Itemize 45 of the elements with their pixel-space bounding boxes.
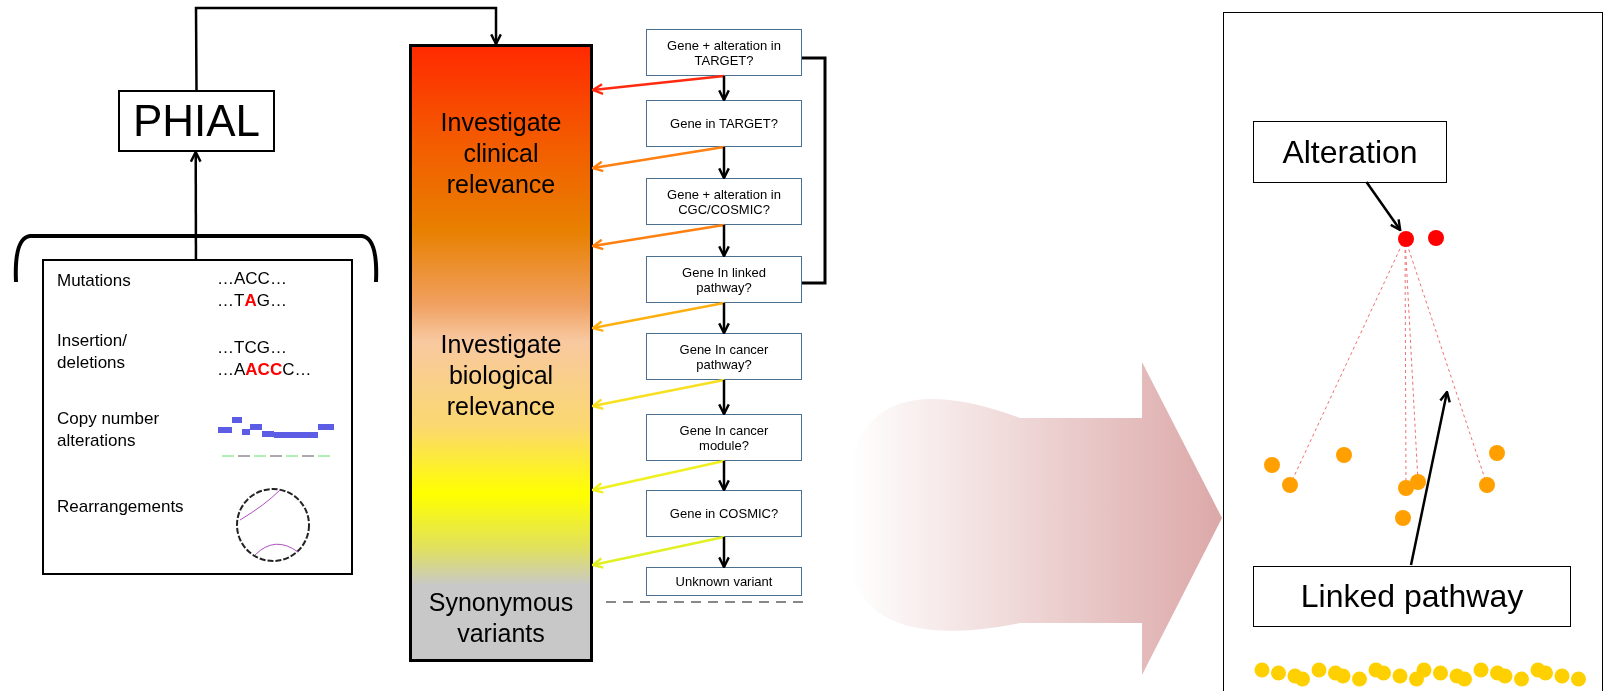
gradient-bar bbox=[409, 44, 593, 662]
arrow bbox=[1409, 390, 1451, 566]
sequence-text: …ACC… bbox=[217, 268, 287, 290]
arrow bbox=[189, 150, 202, 259]
callout-box: Linked pathway bbox=[1253, 566, 1571, 627]
data-type-label: Copy number alterations bbox=[57, 408, 161, 452]
process-box: PHIAL bbox=[118, 90, 275, 152]
arrow bbox=[718, 303, 730, 335]
data-type-label: Insertion/ deletions bbox=[57, 330, 128, 374]
arrow bbox=[718, 147, 730, 180]
arrow bbox=[718, 225, 730, 258]
decision-box: Gene + alteration in TARGET? bbox=[646, 29, 802, 76]
sequence-text: …TAG… bbox=[217, 290, 287, 312]
network-panel bbox=[1223, 12, 1603, 691]
arrow bbox=[718, 537, 730, 569]
bracket-connector bbox=[802, 56, 827, 285]
decision-box: Gene In cancer module? bbox=[646, 414, 802, 461]
data-type-label: Rearrangements bbox=[57, 496, 184, 518]
bar-label: Investigate biological relevance bbox=[439, 329, 563, 422]
arrow bbox=[591, 378, 725, 411]
bar-label: Synonymous variants bbox=[427, 587, 575, 649]
decision-box: Gene in TARGET? bbox=[646, 100, 802, 147]
decision-box: Gene In linked pathway? bbox=[646, 256, 802, 303]
decision-box: Gene in COSMIC? bbox=[646, 490, 802, 537]
arrow bbox=[591, 459, 725, 494]
arrow bbox=[194, 6, 502, 90]
arrow bbox=[591, 223, 725, 251]
arrow bbox=[718, 461, 730, 492]
input-panel bbox=[42, 259, 353, 575]
decision-box: Gene + alteration in CGC/COSMIC? bbox=[646, 178, 802, 225]
decision-box: Unknown variant bbox=[646, 567, 802, 596]
arrow bbox=[591, 301, 725, 333]
callout-box: Alteration bbox=[1253, 121, 1447, 183]
arrow bbox=[718, 76, 730, 102]
sequence-text: …TCG… bbox=[217, 337, 287, 359]
bar-label: Investigate clinical relevance bbox=[439, 107, 563, 200]
alteration-dot bbox=[1398, 231, 1414, 247]
arrow bbox=[1365, 181, 1402, 232]
arrow bbox=[591, 535, 725, 569]
arrow bbox=[591, 145, 725, 173]
arrow bbox=[718, 380, 730, 416]
sequence-text: …AACCC… bbox=[217, 359, 312, 381]
data-type-label: Mutations bbox=[57, 270, 131, 292]
decision-box: Gene In cancer pathway? bbox=[646, 333, 802, 380]
arrow bbox=[591, 74, 725, 95]
